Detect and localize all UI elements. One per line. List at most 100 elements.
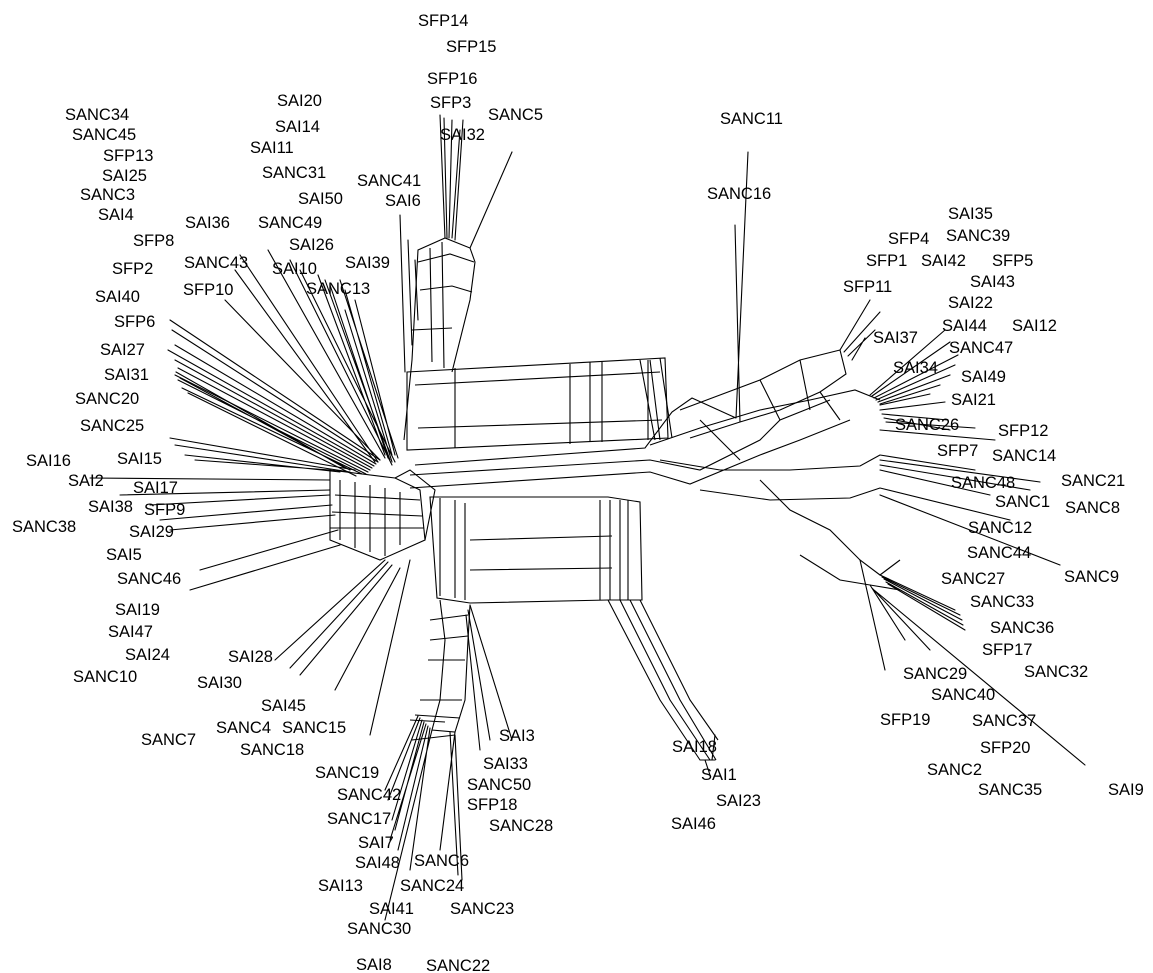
taxon-label-sanc40: SANC40 xyxy=(931,686,995,704)
taxon-label-sfp7: SFP7 xyxy=(937,442,978,460)
taxon-label-sanc9: SANC9 xyxy=(1064,568,1119,586)
taxon-label-sanc4: SANC4 xyxy=(216,719,271,737)
taxon-label-sanc44: SANC44 xyxy=(967,544,1031,562)
taxon-label-sai13: SAI13 xyxy=(318,877,363,895)
taxon-label-sai5: SAI5 xyxy=(106,546,142,564)
taxon-label-sfp17: SFP17 xyxy=(982,641,1032,659)
taxon-label-sai8: SAI8 xyxy=(356,956,392,973)
taxon-label-sai19: SAI19 xyxy=(115,601,160,619)
taxon-label-sanc20: SANC20 xyxy=(75,390,139,408)
taxon-label-sai40: SAI40 xyxy=(95,288,140,306)
taxon-label-sanc35: SANC35 xyxy=(978,781,1042,799)
taxon-label-sai46: SAI46 xyxy=(671,815,716,833)
taxon-label-sanc28: SANC28 xyxy=(489,817,553,835)
taxon-label-sai7: SAI7 xyxy=(358,834,394,852)
taxon-label-sanc8: SANC8 xyxy=(1065,499,1120,517)
taxon-label-sfp19: SFP19 xyxy=(880,711,930,729)
taxon-label-sfp5: SFP5 xyxy=(992,252,1033,270)
taxon-label-sanc5: SANC5 xyxy=(488,106,543,124)
taxon-label-sai20: SAI20 xyxy=(277,92,322,110)
taxon-label-sanc47: SANC47 xyxy=(949,339,1013,357)
taxon-label-sfp14: SFP14 xyxy=(418,12,468,30)
taxon-label-sai32: SAI32 xyxy=(440,126,485,144)
taxon-label-sanc2: SANC2 xyxy=(927,761,982,779)
taxon-label-sanc41: SANC41 xyxy=(357,172,421,190)
taxon-label-sai42: SAI42 xyxy=(921,252,966,270)
taxon-label-sfp3: SFP3 xyxy=(430,94,471,112)
taxon-label-sai9: SAI9 xyxy=(1108,781,1144,799)
taxon-label-sai16: SAI16 xyxy=(26,452,71,470)
taxon-label-sfp12: SFP12 xyxy=(998,422,1048,440)
taxon-label-sai48: SAI48 xyxy=(355,854,400,872)
taxon-label-sai30: SAI30 xyxy=(197,674,242,692)
taxon-label-sfp10: SFP10 xyxy=(183,281,233,299)
taxon-label-sai11: SAI11 xyxy=(250,139,294,157)
taxon-label-sanc23: SANC23 xyxy=(450,900,514,918)
taxon-label-sfp9: SFP9 xyxy=(144,501,185,519)
taxon-label-sai41: SAI41 xyxy=(369,900,414,918)
taxon-label-sai28: SAI28 xyxy=(228,648,273,666)
taxon-label-sai38: SAI38 xyxy=(88,498,133,516)
taxon-label-sai29: SAI29 xyxy=(129,523,174,541)
taxon-label-sfp6: SFP6 xyxy=(114,313,155,331)
taxon-label-sai39: SAI39 xyxy=(345,254,390,272)
taxon-label-sanc10: SANC10 xyxy=(73,668,137,686)
taxon-label-sai33: SAI33 xyxy=(483,755,528,773)
taxon-label-sanc32: SANC32 xyxy=(1024,663,1088,681)
taxon-label-sai47: SAI47 xyxy=(108,623,153,641)
taxon-label-sanc18: SANC18 xyxy=(240,741,304,759)
taxon-label-sanc6: SANC6 xyxy=(414,852,469,870)
taxon-label-sanc39: SANC39 xyxy=(946,227,1010,245)
taxon-label-sai15: SAI15 xyxy=(117,450,162,468)
taxon-label-sanc24: SANC24 xyxy=(400,877,464,895)
taxon-label-sai25: SAI25 xyxy=(102,167,147,185)
taxon-label-sanc37: SANC37 xyxy=(972,712,1036,730)
taxon-label-sanc14: SANC14 xyxy=(992,447,1056,465)
taxon-label-sanc31: SANC31 xyxy=(262,164,326,182)
taxon-label-sfp11: SFP11 xyxy=(843,278,892,296)
taxon-label-sanc12: SANC12 xyxy=(968,519,1032,537)
taxon-label-sanc16: SANC16 xyxy=(707,185,771,203)
taxon-label-sai1: SAI1 xyxy=(701,766,737,784)
taxon-label-sai31: SAI31 xyxy=(104,366,149,384)
taxon-label-sfp8: SFP8 xyxy=(133,232,174,250)
taxon-label-sfp20: SFP20 xyxy=(980,739,1030,757)
taxon-label-sai10: SAI10 xyxy=(272,260,317,278)
taxon-label-sanc45: SANC45 xyxy=(72,126,136,144)
taxon-label-sai27: SAI27 xyxy=(100,341,145,359)
taxon-label-sanc7: SANC7 xyxy=(141,731,196,749)
taxon-label-sai2: SAI2 xyxy=(68,472,104,490)
taxon-label-sanc42: SANC42 xyxy=(337,786,401,804)
taxon-label-sanc49: SANC49 xyxy=(258,214,322,232)
taxon-label-sanc30: SANC30 xyxy=(347,920,411,938)
taxon-label-sfp13: SFP13 xyxy=(103,147,153,165)
taxon-label-sfp1: SFP1 xyxy=(866,252,907,270)
taxon-label-sanc3: SANC3 xyxy=(80,186,135,204)
taxon-label-sanc36: SANC36 xyxy=(990,619,1054,637)
taxon-label-sanc27: SANC27 xyxy=(941,570,1005,588)
taxon-label-sai24: SAI24 xyxy=(125,646,170,664)
taxon-label-sai21: SAI21 xyxy=(951,391,996,409)
taxon-label-sai4: SAI4 xyxy=(98,206,134,224)
taxon-label-sanc26: SANC26 xyxy=(895,416,959,434)
taxon-label-sai3: SAI3 xyxy=(499,727,535,745)
taxon-label-sanc29: SANC29 xyxy=(903,665,967,683)
taxon-label-sanc48: SANC48 xyxy=(951,474,1015,492)
taxon-label-sanc33: SANC33 xyxy=(970,593,1034,611)
taxon-label-sai6: SAI6 xyxy=(385,192,421,210)
taxon-label-sfp15: SFP15 xyxy=(446,38,496,56)
taxon-label-sfp4: SFP4 xyxy=(888,230,929,248)
taxon-label-sai43: SAI43 xyxy=(970,273,1015,291)
taxon-label-sfp16: SFP16 xyxy=(427,70,477,88)
taxon-label-sai35: SAI35 xyxy=(948,205,993,223)
taxon-label-sfp18: SFP18 xyxy=(467,796,517,814)
taxon-label-sai37: SAI37 xyxy=(873,329,918,347)
taxon-label-sanc34: SANC34 xyxy=(65,106,129,124)
taxon-label-sai34: SAI34 xyxy=(893,359,938,377)
taxon-label-sai17: SAI17 xyxy=(133,479,178,497)
taxon-label-sanc50: SANC50 xyxy=(467,776,531,794)
taxon-label-sai44: SAI44 xyxy=(942,317,987,335)
taxon-label-sai23: SAI23 xyxy=(716,792,761,810)
